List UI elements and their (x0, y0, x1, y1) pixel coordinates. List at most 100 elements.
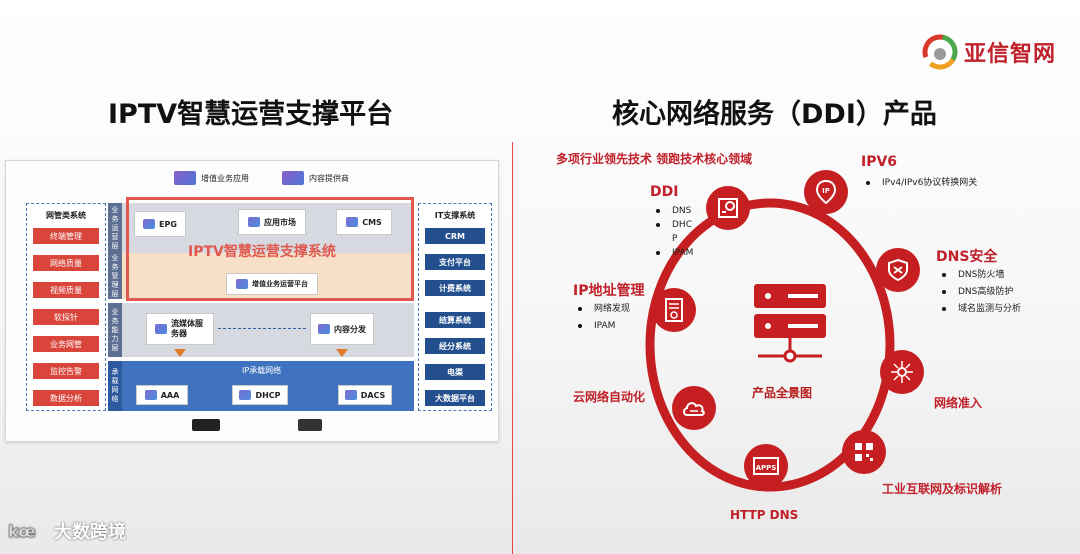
ddi-item: P (672, 234, 678, 244)
ip-icon-text: IP (822, 187, 830, 195)
it-item: CRM (425, 228, 485, 244)
set-top-box-icon (192, 419, 220, 431)
shield-icon (888, 258, 908, 282)
it-item: 大数据平台 (425, 390, 485, 406)
dns-security-item: DNS防火墙 (940, 268, 1021, 282)
ddi-title: DDI (650, 184, 679, 200)
mgmt-item: 终端管理 (33, 228, 99, 244)
server-icon (248, 217, 260, 227)
monitor-icon (155, 324, 167, 334)
node-cms: CMS (336, 209, 392, 235)
cloud-automation-node (672, 386, 716, 430)
ddi-node (706, 186, 750, 230)
dns-security-node (876, 248, 920, 292)
server-icon (144, 390, 157, 400)
mgmt-item: 软探针 (33, 309, 99, 325)
network-hub-icon (891, 361, 913, 383)
mgmt-item: 数据分析 (33, 390, 99, 406)
node-stream-server: 流媒体服务器 (146, 313, 214, 345)
gauge-icon (718, 198, 738, 218)
server-icon (174, 171, 196, 185)
network-label: IP承载网络 (242, 366, 282, 375)
dns-security-item: 域名监测与分析 (940, 302, 1021, 316)
highlight-frame (126, 197, 414, 301)
it-item: 计费系统 (425, 280, 485, 296)
server-icon (344, 390, 357, 400)
node-dacs-label: DACS (360, 390, 386, 400)
server-icon (236, 279, 248, 289)
apps-icon: APPS (753, 457, 779, 475)
watermark: kœ 大数跨境 (8, 518, 126, 544)
network-access-node (880, 350, 924, 394)
ipam-item: 网络发现 (576, 302, 630, 316)
node-app-market: 应用市场 (238, 209, 306, 235)
node-epg: EPG (134, 211, 186, 237)
node-vas-platform: 增值业务运营平台 (226, 273, 318, 295)
server-icon (282, 171, 304, 185)
server-icon (346, 217, 359, 227)
dns-security-title: DNS安全 (936, 249, 998, 265)
iptv-architecture-panel: 增值业务应用 内容提供商 网管类系统 终端管理 网络质量 视频质量 软探针 业务… (5, 160, 499, 442)
node-content-dist: 内容分发 (310, 313, 374, 345)
node-dhcp-label: DHCP (255, 390, 281, 400)
node-vas-platform-label: 增值业务运营平台 (252, 280, 308, 288)
server-icon (239, 390, 252, 400)
center-label: 产品全景图 (752, 386, 813, 400)
dns-security-item: DNS高级防护 (940, 285, 1021, 299)
right-title: 核心网络服务（DDI）产品 (612, 99, 937, 130)
node-content-dist-label: 内容分发 (334, 324, 366, 334)
mgmt-item: 视频质量 (33, 282, 99, 298)
ipam-item: IPAM (576, 319, 630, 333)
node-aaa: AAA (136, 385, 188, 405)
brand-logo: 亚信智网 (922, 32, 1072, 72)
ip-pin-icon: IP (815, 179, 837, 205)
brand-name: 亚信智网 (964, 42, 1057, 67)
arrow-down-icon (336, 349, 348, 357)
iiot-label: 工业互联网及标识解析 (882, 482, 1003, 496)
layer-label: 业务能力层 (108, 303, 122, 357)
top-node-vas-label: 增值业务应用 (201, 173, 249, 183)
layer-label: 业务运营层 (108, 203, 122, 253)
iiot-node (842, 430, 886, 474)
server-icon (318, 324, 330, 334)
node-app-market-label: 应用市场 (264, 217, 296, 227)
it-item: 支付平台 (425, 254, 485, 270)
node-stream-server-label: 流媒体服务器 (171, 319, 203, 338)
ipv6-node: IP (804, 170, 848, 214)
ipam-title: IP地址管理 (573, 283, 645, 299)
network-access-label: 网络准入 (934, 396, 983, 410)
ddi-item: IPAM (654, 246, 706, 260)
center-divider (512, 142, 513, 554)
cloud-automation-label: 云网络自动化 (573, 390, 646, 404)
ipv6-item: IPv4/IPv6协议转换网关 (864, 176, 977, 190)
layer-label: 业务管理层 (108, 253, 122, 299)
top-node-provider-label: 内容提供商 (309, 173, 349, 183)
overlay-title: IPTV智慧运营支撑系统 (188, 244, 336, 260)
arrow-down-icon (174, 349, 186, 357)
ipv6-list: IPv4/IPv6协议转换网关 (864, 176, 977, 190)
ddi-list: DNS DHC P IPAM (654, 204, 706, 260)
qr-code-icon (855, 443, 873, 461)
brand-logo-icon (922, 34, 958, 70)
it-item: 电渠 (425, 364, 485, 380)
layer-label: 承载网络 (108, 361, 122, 411)
watermark-logo-icon: kœ (8, 522, 36, 542)
top-node-provider: 内容提供商 (282, 171, 349, 185)
ddi-item: DHC (654, 218, 706, 232)
mgmt-item: 业务网管 (33, 336, 99, 352)
tagline: 多项行业领先技术 领跑技术核心领域 (556, 152, 753, 166)
watermark-text: 大数跨境 (54, 522, 126, 543)
top-node-vas: 增值业务应用 (174, 171, 249, 185)
cloud-icon (683, 402, 705, 416)
node-dacs: DACS (338, 385, 392, 405)
mgmt-item: 监控告警 (33, 363, 99, 379)
server-rack-icon (754, 284, 826, 363)
connector-line (218, 328, 306, 329)
it-systems-box: IT支撑系统 CRM 支付平台 计费系统 结算系统 经分系统 电渠 大数据平台 (418, 203, 492, 411)
svg-text:kœ: kœ (8, 522, 36, 541)
node-cms-label: CMS (362, 217, 382, 227)
mgmt-item: 网络质量 (33, 255, 99, 271)
it-item: 经分系统 (425, 338, 485, 354)
http-dns-node: APPS (744, 444, 788, 488)
dns-security-list: DNS防火墙 DNS高级防护 域名监测与分析 (940, 268, 1021, 316)
